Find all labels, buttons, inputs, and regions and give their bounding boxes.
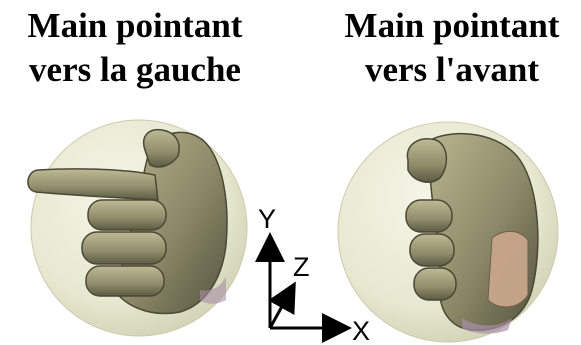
- right-hand-finger-3: [414, 268, 456, 300]
- right-hand-thumb: [407, 139, 446, 182]
- right-hand-palm-patch: [488, 231, 528, 307]
- right-hand-finger-2: [410, 234, 454, 266]
- right-hand-finger-1: [406, 200, 452, 232]
- left-hand-finger-2: [88, 200, 166, 230]
- left-hand-finger-3: [82, 232, 166, 264]
- right-hand-illustration: [338, 122, 558, 342]
- z-axis-label: Z: [293, 252, 310, 282]
- z-axis-arrow: [270, 292, 290, 328]
- x-axis-label: X: [352, 316, 370, 345]
- left-hand-finger-4: [86, 266, 164, 296]
- left-hand-thumb: [144, 130, 179, 167]
- left-hand-illustration: [28, 120, 247, 336]
- y-axis-label: Y: [258, 204, 276, 234]
